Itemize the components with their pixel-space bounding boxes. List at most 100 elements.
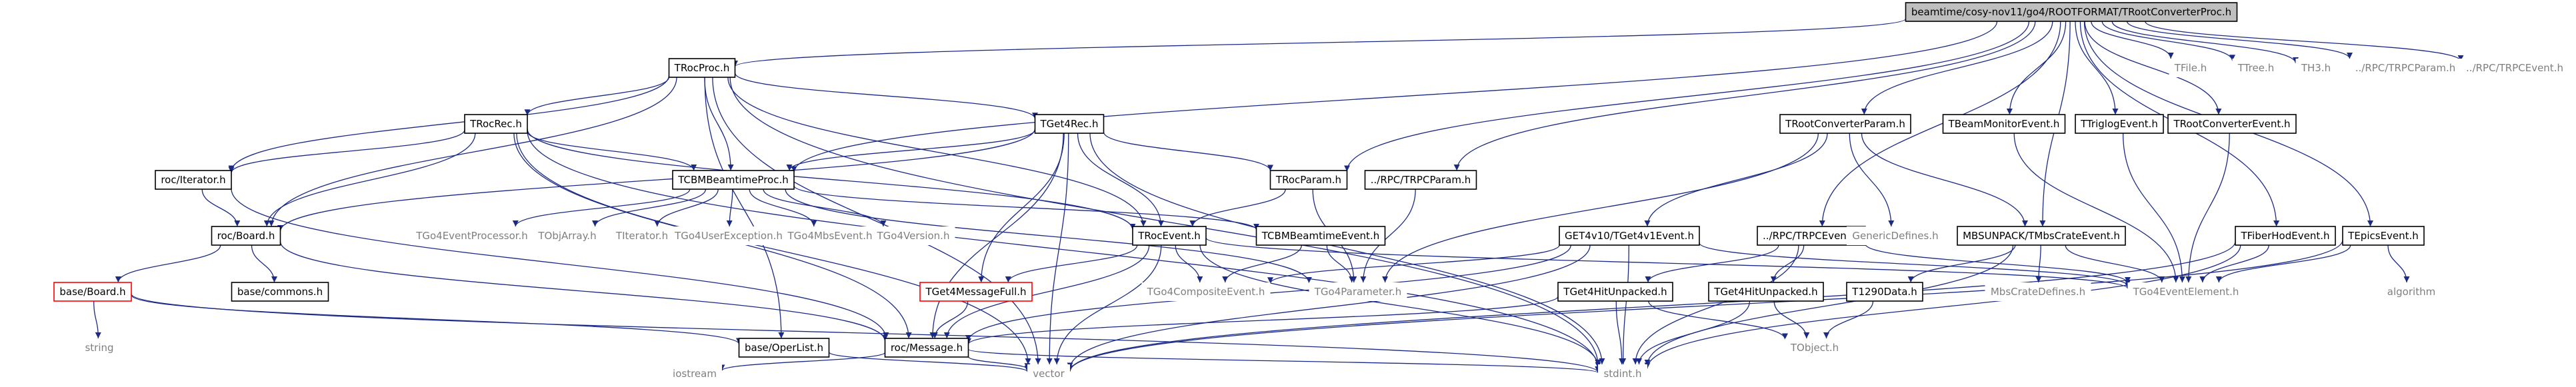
graph-node-label: TCBMBeamtimeProc.h — [677, 174, 789, 186]
graph-node[interactable]: TGo4CompositeEvent.h — [1141, 282, 1271, 301]
graph-node-label: TIterator.h — [615, 230, 668, 242]
graph-node[interactable]: ../RPC/TRPCParam.h — [1364, 170, 1477, 190]
graph-node[interactable]: TFiberHodEvent.h — [2235, 226, 2336, 246]
graph-node[interactable]: GET4v10/TGet4v1Event.h — [1559, 226, 1700, 246]
graph-node-label: TGo4CompositeEvent.h — [1147, 286, 1265, 298]
dependency-edge — [263, 133, 476, 227]
dependency-edge — [749, 189, 817, 227]
dependency-edge — [251, 244, 277, 283]
dependency-edge — [791, 21, 1998, 173]
graph-node[interactable]: ../RPC/TRPCEvent.h — [2461, 59, 2569, 77]
graph-node[interactable]: roc/Iterator.h — [155, 170, 232, 190]
graph-node-box — [1942, 114, 2066, 134]
graph-node[interactable]: TGo4Parameter.h — [1309, 282, 1407, 301]
dependency-edge — [1189, 189, 1286, 227]
graph-node[interactable]: TGet4MessageFull.h — [919, 282, 1033, 302]
graph-node[interactable]: TIterator.h — [610, 226, 674, 245]
graph-node[interactable]: GenericDefines.h — [1847, 226, 1944, 245]
graph-node[interactable]: iostream — [667, 364, 722, 383]
graph-node[interactable]: algorithm — [2381, 282, 2441, 301]
graph-node-box — [1034, 114, 1105, 134]
graph-node[interactable]: TObjArray.h — [533, 226, 602, 245]
graph-node-label: ../RPC/TRPCParam.h — [1371, 174, 1471, 186]
dependency-edge — [1344, 21, 2030, 172]
dependency-edge — [2084, 21, 2222, 115]
graph-node[interactable]: ../RPC/TRPCParam.h — [2349, 59, 2461, 77]
dependency-edge — [704, 77, 734, 171]
graph-node[interactable]: TRootConverterParam.h — [1779, 114, 1911, 134]
graph-node[interactable]: roc/Board.h — [211, 226, 281, 246]
graph-node[interactable]: TRocEvent.h — [1132, 226, 1207, 246]
graph-node[interactable]: base/Board.h — [53, 282, 132, 302]
graph-node-box — [231, 282, 329, 302]
graph-node-box — [1557, 282, 1673, 302]
graph-node-box — [919, 282, 1033, 302]
graph-node-label: T1290Data.h — [1851, 286, 1917, 298]
graph-node[interactable]: TGo4MbsEvent.h — [782, 226, 878, 245]
graph-node[interactable]: stdint.h — [1598, 364, 1647, 383]
graph-node-label: TGet4MessageFull.h — [925, 286, 1026, 298]
graph-node[interactable]: TTree.h — [2232, 59, 2280, 77]
graph-node[interactable]: TRocRec.h — [464, 114, 528, 134]
graph-node[interactable]: TGo4EventElement.h — [2127, 282, 2245, 301]
graph-node[interactable]: string — [79, 338, 119, 357]
graph-node-label: TEpicsEvent.h — [2347, 230, 2419, 242]
dependency-edge — [592, 189, 707, 227]
graph-node[interactable]: base/commons.h — [231, 282, 329, 302]
graph-node[interactable]: TGo4EventProcessor.h — [411, 226, 533, 245]
dependency-edge — [1199, 244, 1601, 366]
graph-node-box — [1269, 170, 1348, 190]
graph-node-box — [1985, 282, 2091, 301]
graph-node-box — [1598, 364, 1647, 383]
graph-node-label: TTree.h — [2237, 62, 2274, 74]
graph-node-label: TRocProc.h — [674, 62, 730, 74]
graph-node[interactable]: TEpicsEvent.h — [2342, 226, 2425, 246]
graph-node-label: TGo4UserException.h — [674, 230, 783, 242]
graph-node[interactable]: TBeamMonitorEvent.h — [1942, 114, 2066, 134]
graph-node-box — [1847, 226, 1944, 245]
graph-node[interactable]: TRocParam.h — [1269, 170, 1348, 190]
dependency-edge — [1849, 133, 1895, 227]
dependency-edge — [2387, 244, 2410, 283]
graph-node-box — [2167, 114, 2297, 134]
graph-node[interactable]: vector — [1027, 364, 1070, 383]
graph-node[interactable]: TRocProc.h — [668, 58, 736, 78]
graph-node[interactable]: TCBMBeamtimeProc.h — [672, 170, 795, 190]
graph-node-label: base/Board.h — [59, 286, 125, 298]
dependency-edge — [763, 189, 887, 227]
graph-node[interactable]: beamtime/cosy-nov11/go4/ROOTFORMAT/TRoot… — [1905, 2, 2238, 22]
graph-node-label: TGet4HitUnpacked.h — [1563, 286, 1667, 298]
dependency-edge — [2101, 21, 2235, 61]
graph-node-label: TObjArray.h — [537, 230, 596, 242]
graph-node[interactable]: MbsCrateDefines.h — [1985, 282, 2091, 301]
dependency-edge — [793, 185, 1259, 230]
dependency-edge — [2199, 244, 2269, 283]
dependency-edge — [115, 244, 221, 283]
graph-node[interactable]: T1290Data.h — [1846, 282, 1923, 302]
graph-node[interactable]: TH3.h — [2295, 59, 2337, 77]
graph-node[interactable]: MBSUNPACK/TMbsCrateEvent.h — [1957, 226, 2126, 246]
graph-node[interactable]: TGet4HitUnpacked.h — [1708, 282, 1824, 302]
graph-node[interactable]: TGo4Version.h — [871, 226, 955, 245]
graph-node[interactable]: TCBMBeamtimeEvent.h — [1255, 226, 1386, 246]
graph-node[interactable]: TGet4Rec.h — [1034, 114, 1105, 134]
graph-node[interactable]: base/OperList.h — [738, 338, 830, 358]
graph-node-box — [738, 338, 830, 358]
graph-node[interactable]: TGo4UserException.h — [669, 226, 788, 245]
graph-node-label: MbsCrateDefines.h — [1991, 286, 2085, 298]
graph-node[interactable]: roc/Message.h — [884, 338, 969, 358]
graph-node-box — [1779, 114, 1911, 134]
dependency-edge — [654, 189, 719, 227]
graph-node-label: ../RPC/TRPCEvent.h — [2466, 62, 2563, 74]
graph-node[interactable]: TRootConverterEvent.h — [2167, 114, 2297, 134]
dependency-edge — [732, 18, 1907, 67]
graph-node[interactable]: TTriglogEvent.h — [2075, 114, 2164, 134]
graph-node[interactable]: TFile.h — [2169, 59, 2213, 77]
dependency-edge — [524, 77, 670, 116]
graph-node[interactable]: TObject.h — [1785, 338, 1845, 357]
dependency-edge — [967, 356, 1031, 370]
dependency-edge — [2215, 244, 2351, 283]
dependency-edge — [1053, 244, 1162, 365]
graph-node[interactable]: TGet4HitUnpacked.h — [1557, 282, 1673, 302]
graph-node-box — [53, 282, 132, 302]
